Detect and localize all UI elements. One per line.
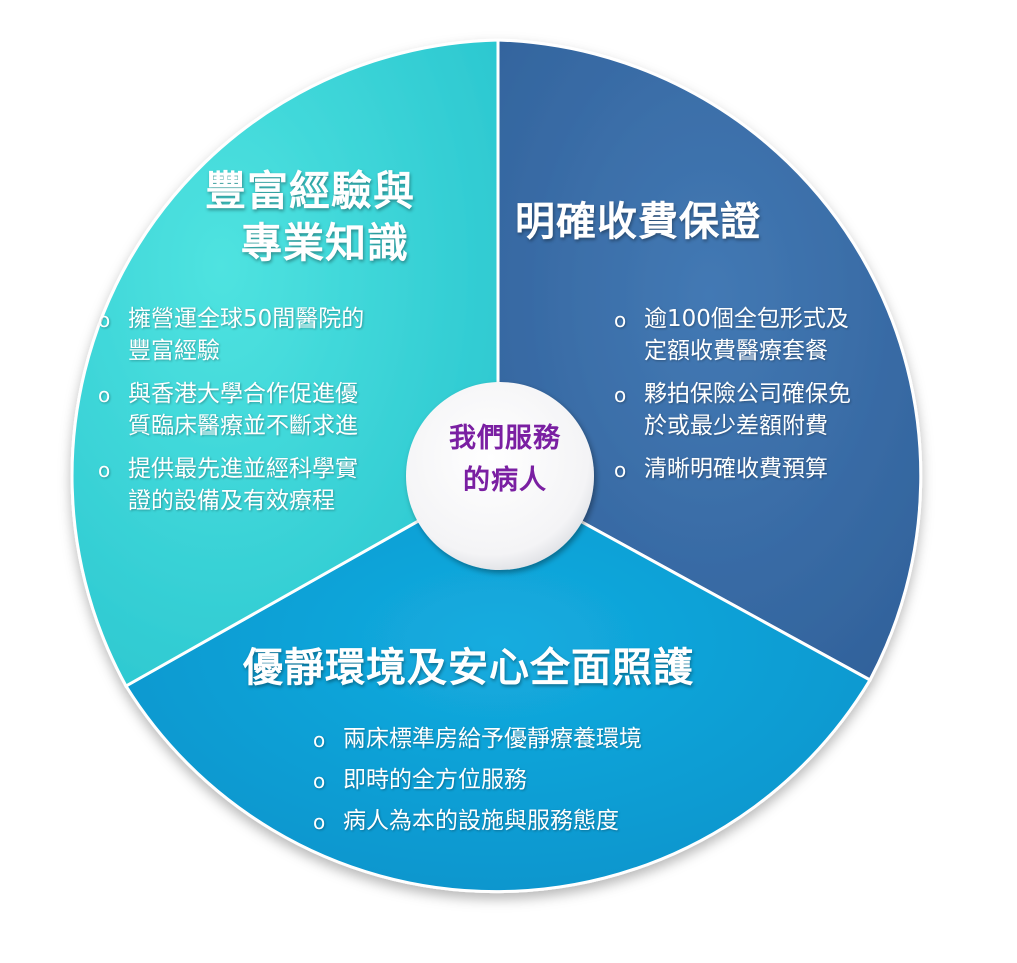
segment-environment [123,474,873,894]
experience-title-line2: 專業知識 [241,219,409,267]
bullet-marker: o [614,308,627,332]
list-item: o 夥拍保險公司確保免 於或最少差額附費 [614,381,851,439]
experience-title: 豐富經驗與 專業知識 [205,165,415,269]
center-label-line1: 我們服務 [449,423,561,454]
experience-bullets: o 擁營運全球50間醫院的 豐富經驗 o 與香港大學合作促進優 質臨床醫療並不斷… [98,303,364,528]
segment-fees [496,38,923,683]
bullet-marker: o [98,383,111,407]
fees-title: 明確收費保證 [515,199,761,245]
list-item: o 擁營運全球50間醫院的 豐富經驗 [98,306,365,364]
list-item: o 提供最先進並經科學實 證的設備及有效療程 [98,456,358,514]
experience-title-line1: 豐富經驗與 [205,167,415,215]
list-item: o 清晰明確收費預算 [614,453,851,485]
environment-bullets: o 兩床標準房給予優靜療養環境 o 即時的全方位服務 o 病人為本的設施與服務態… [313,723,642,848]
list-item: o 逾100個全包形式及 定額收費醫療套餐 [614,306,849,364]
bullet-marker: o [313,769,326,793]
bullet-marker: o [98,308,111,332]
list-item: o 與香港大學合作促進優 質臨床醫療並不斷求進 [98,381,358,439]
list-item: o 兩床標準房給予優靜療養環境 [313,723,642,755]
list-item: o 病人為本的設施與服務態度 [313,805,642,837]
fees-bullets: o 逾100個全包形式及 定額收費醫療套餐 o 夥拍保險公司確保免 於或最少差額… [614,303,851,496]
bullet-marker: o [614,458,627,482]
environment-title: 優靜環境及安心全面照護 [243,645,694,691]
center-label: 我們服務 的病人 [412,418,598,502]
bullet-marker: o [313,728,326,752]
bullet-marker: o [614,383,627,407]
center-label-line2: 的病人 [463,465,547,496]
list-item: o 即時的全方位服務 [313,764,642,796]
bullet-marker: o [98,458,111,482]
center-circle [406,382,594,570]
segment-experience [70,38,500,689]
bullet-marker: o [313,810,326,834]
pie-segments [70,38,923,894]
